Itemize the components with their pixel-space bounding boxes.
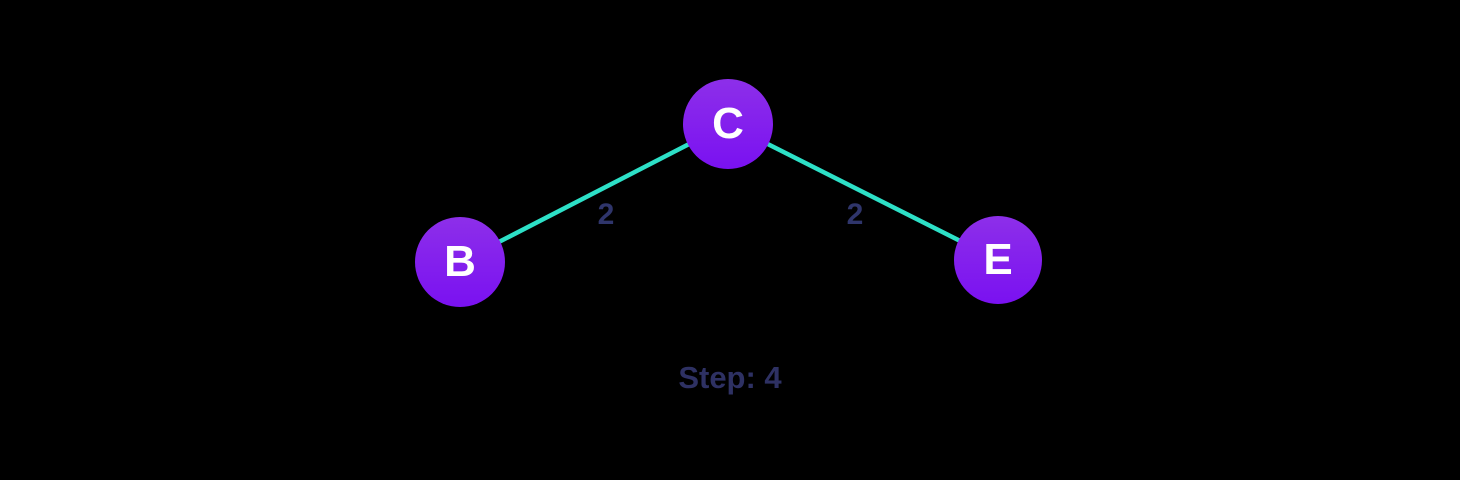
step-caption: Step: 4 bbox=[678, 360, 782, 395]
node-label-E: E bbox=[983, 235, 1013, 284]
edge-C-E bbox=[726, 121, 1000, 263]
node-label-C: C bbox=[712, 99, 744, 148]
node-B: B bbox=[415, 217, 505, 307]
node-E: E bbox=[954, 216, 1042, 304]
edge-weight-B-C: 2 bbox=[597, 198, 615, 231]
edge-B-C bbox=[458, 121, 730, 265]
node-label-B: B bbox=[444, 237, 476, 286]
node-C: C bbox=[683, 79, 773, 169]
edge-weight-C-E: 2 bbox=[846, 198, 864, 231]
